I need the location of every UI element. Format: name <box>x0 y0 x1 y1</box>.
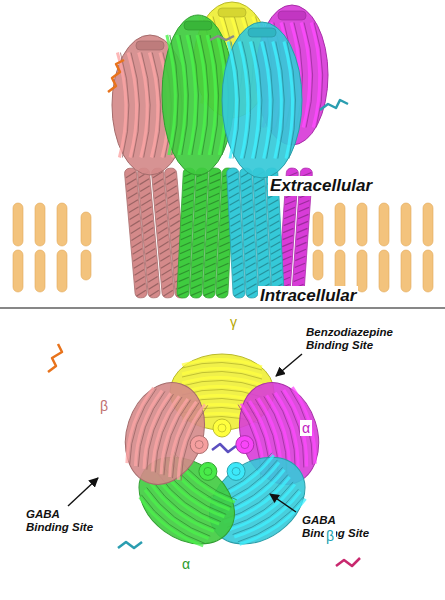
beta-sheet-domain <box>222 22 302 178</box>
panel-separator <box>0 307 445 308</box>
lipid-molecule <box>35 203 45 246</box>
lipid-molecule <box>313 212 323 246</box>
lipid-tail <box>423 203 433 246</box>
lipid-molecule <box>335 203 345 246</box>
site-label: GABA Binding Site <box>300 514 374 540</box>
side-view <box>108 2 348 298</box>
lipid-tail <box>81 250 91 280</box>
site-label: GABA Binding Site <box>24 508 98 534</box>
ligand-sticks <box>212 444 236 452</box>
lipid-tail <box>13 203 23 246</box>
lipid-molecule <box>81 250 91 280</box>
lipid-molecule <box>423 203 433 246</box>
lipid-molecule <box>379 203 389 246</box>
subunit-letter: β <box>324 528 336 544</box>
ligand-sticks <box>210 36 234 40</box>
lipid-tail <box>13 250 23 292</box>
leader-arrows <box>68 354 302 512</box>
lipid-tail <box>401 250 411 292</box>
lipid-tail <box>57 250 67 292</box>
ligand-sticks <box>320 100 348 110</box>
lipid-tail <box>423 250 433 292</box>
lipid-tail <box>357 250 367 292</box>
lipid-molecule <box>13 250 23 292</box>
lipid-tail <box>335 203 345 246</box>
lipid-molecule <box>57 203 67 246</box>
lipid-tail <box>379 250 389 292</box>
lipid-tail <box>313 250 323 280</box>
lipid-tail <box>401 203 411 246</box>
lipid-tail <box>35 203 45 246</box>
subunit-letter: α <box>300 420 312 436</box>
lipid-tail <box>81 212 91 246</box>
lipid-tail <box>57 203 67 246</box>
region-label: Intracellular <box>258 286 358 306</box>
leader-arrow <box>276 354 302 376</box>
region-label: Extracellular <box>268 176 374 196</box>
lipid-molecule <box>313 250 323 280</box>
lipid-tail <box>35 250 45 292</box>
leader-arrow <box>270 494 296 512</box>
lipid-molecule <box>35 250 45 292</box>
subunit-letter: γ <box>228 314 239 330</box>
ligand-sticks <box>48 344 62 372</box>
lipid-molecule <box>401 250 411 292</box>
ligand-sticks <box>118 542 142 548</box>
lipid-molecule <box>13 203 23 246</box>
lipid-molecule <box>81 212 91 246</box>
lipid-tail <box>313 212 323 246</box>
lipid-molecule <box>57 250 67 292</box>
subunit-letter: α <box>180 556 192 572</box>
lipid-molecule <box>401 203 411 246</box>
site-label: Benzodiazepine Binding Site <box>304 326 408 352</box>
lipid-molecule <box>379 250 389 292</box>
subunit-letter: β <box>98 398 110 414</box>
leader-arrow <box>68 478 98 506</box>
lipid-molecule <box>357 250 367 292</box>
ligand-sticks <box>336 558 360 566</box>
subunit-ribbon <box>113 372 217 494</box>
lipid-tail <box>357 203 367 246</box>
ligand-sticks <box>108 60 124 92</box>
lipid-tail <box>379 203 389 246</box>
lipid-molecule <box>357 203 367 246</box>
lipid-molecule <box>423 250 433 292</box>
